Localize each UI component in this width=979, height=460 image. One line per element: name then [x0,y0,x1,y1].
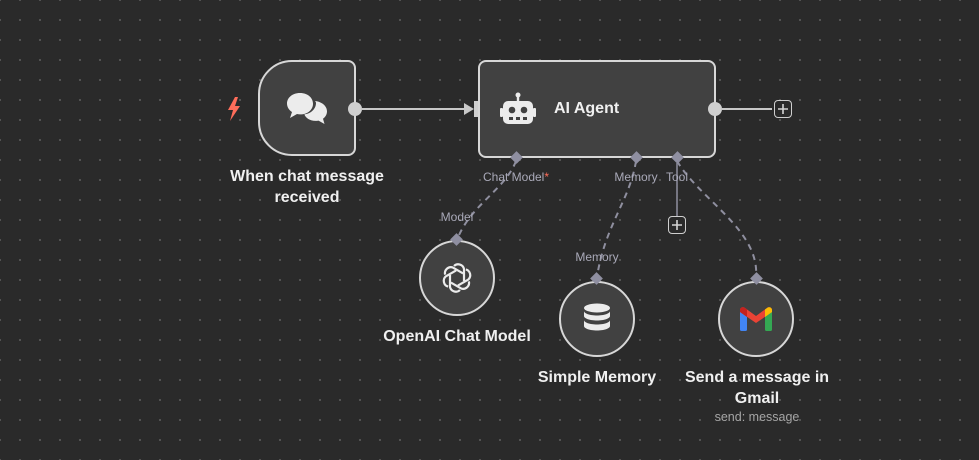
connection-tool[interactable] [676,160,758,278]
connection-memory[interactable] [596,160,637,278]
memory-node-port-label: Memory [575,250,619,264]
agent-input-handle[interactable] [474,101,479,117]
gmail-node[interactable] [718,281,794,357]
openai-port-label: Model [440,210,474,224]
memory-port-label: Memory [614,170,658,184]
lightning-bolt-icon [228,97,240,121]
gmail-node-subtitle: send: message [714,410,800,424]
chat-bubbles-icon [287,93,327,124]
trigger-node-label: When chat message received [230,168,384,206]
database-icon [584,303,610,331]
ai-agent-node[interactable]: AI Agent [478,60,716,158]
openai-logo-icon [442,263,472,293]
required-marker: * [544,170,550,184]
chat-model-port-label: Chat Model* [482,170,550,184]
ai-agent-title: AI Agent [554,100,620,117]
trigger-output-handle[interactable] [348,102,362,116]
openai-node-label: OpenAI Chat Model [383,328,531,345]
plus-icon [778,104,788,114]
agent-output-handle[interactable] [708,102,722,116]
connection-arrowhead [464,103,474,115]
connection-model[interactable] [456,160,517,241]
plus-icon [672,220,682,230]
gmail-node-label: Send a message in Gmail [684,369,830,407]
agent-add-output-button[interactable] [774,100,792,118]
robot-icon [500,92,536,124]
tool-port-label: Tool [665,170,689,184]
memory-node-label: Simple Memory [537,369,657,386]
tool-add-button[interactable] [668,216,686,234]
chat-trigger-node[interactable] [258,60,356,156]
gmail-logo-icon [740,307,772,331]
simple-memory-node[interactable] [559,281,635,357]
openai-chat-model-node[interactable] [419,240,495,316]
